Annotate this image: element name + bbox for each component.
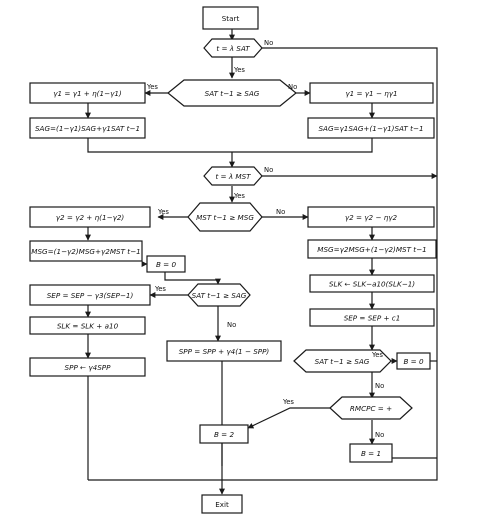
decision-rmcpc: RMCPC = + <box>329 396 413 420</box>
process-spp-scale-label: SPP ← γ4SPP <box>65 363 112 372</box>
process-spp-update: SPP = SPP + γ4(1 − SPP) <box>166 340 282 362</box>
process-b-one: B = 1 <box>349 443 393 463</box>
decision-mst-ge-msg-label: MST t−1 ≥ MSG <box>196 213 254 222</box>
process-sag-update-right-label: SAG=γ1SAG+(1−γ1)SAT t−1 <box>318 124 423 133</box>
process-gamma2-up-label: γ2 = γ2 + η(1−γ2) <box>56 213 125 222</box>
decision-mst-ge-msg: MST t−1 ≥ MSG <box>187 202 263 232</box>
process-b-zero-right: B = 0 <box>396 352 431 370</box>
process-b-one-label: B = 1 <box>361 449 381 458</box>
edge-label-yes: Yes <box>282 398 294 406</box>
process-spp-update-label: SPP = SPP + γ4(1 − SPP) <box>179 347 270 356</box>
process-sep-update-left-label: SEP = SEP − γ3(SEP−1) <box>47 291 134 300</box>
start-label: Start <box>222 14 240 23</box>
edge-label-no: No <box>288 83 297 91</box>
process-sep-plus-label: SEP = SEP + c1 <box>344 314 401 323</box>
process-b-two-label: B = 2 <box>214 430 235 439</box>
edge-label-no: No <box>264 166 273 174</box>
process-b-zero-mid: B = 0 <box>146 255 186 273</box>
process-b-zero-right-label: B = 0 <box>403 357 424 366</box>
edge-labels: No Yes Yes No No Yes Yes No Yes No Yes N… <box>146 39 384 439</box>
process-sag-update-left: SAG=(1−γ1)SAG+γ1SAT t−1 <box>29 117 146 139</box>
process-msg-update-left-label: MSG=(1−γ2)MSG+γ2MST t−1 <box>31 247 140 256</box>
process-gamma1-down: γ1 = γ1 − ηγ1 <box>309 82 434 104</box>
edge-label-yes: Yes <box>154 285 166 293</box>
process-gamma1-up-label: γ1 = γ1 + η(1−γ1) <box>53 89 122 98</box>
edge-label-yes: Yes <box>233 192 245 200</box>
decision-t-lambda-mst-label: t = λ MST <box>215 172 251 181</box>
decision-sat-ge-sag-3: SAT t−1 ≥ SAG <box>293 349 392 373</box>
exit-terminal: Exit <box>201 494 243 514</box>
process-spp-scale: SPP ← γ4SPP <box>29 357 146 377</box>
process-msg-update-right-label: MSG=γ2MSG+(1−γ2)MST t−1 <box>317 245 426 254</box>
process-gamma1-up: γ1 = γ1 + η(1−γ1) <box>29 82 146 104</box>
decision-t-lambda-sat: t = λ SAT <box>203 38 263 58</box>
decision-sat-ge-sag-3-label: SAT t−1 ≥ SAG <box>315 357 370 366</box>
decision-sat-ge-sag-1-label: SAT t−1 ≥ SAG <box>205 89 260 98</box>
process-gamma2-up: γ2 = γ2 + η(1−γ2) <box>29 206 151 228</box>
edge-label-yes: Yes <box>371 351 383 359</box>
edge-label-no: No <box>264 39 273 47</box>
edge-label-no: No <box>375 382 384 390</box>
edge-label-no: No <box>276 208 285 216</box>
process-msg-update-left: MSG=(1−γ2)MSG+γ2MST t−1 <box>29 240 143 262</box>
process-sag-update-left-label: SAG=(1−γ1)SAG+γ1SAT t−1 <box>35 124 140 133</box>
process-sag-update-right: SAG=γ1SAG+(1−γ1)SAT t−1 <box>307 117 435 139</box>
edge-label-no: No <box>375 431 384 439</box>
process-slk-plus-label: SLK = SLK + a10 <box>57 322 119 331</box>
exit-label: Exit <box>215 500 229 509</box>
edge-label-yes: Yes <box>157 208 169 216</box>
decision-rmcpc-label: RMCPC = + <box>350 404 392 413</box>
process-slk-update-right: SLK ← SLK−a10(SLK−1) <box>309 274 435 293</box>
edge-label-no: No <box>227 321 236 329</box>
edge-label-yes: Yes <box>233 66 245 74</box>
process-slk-plus: SLK = SLK + a10 <box>29 316 146 335</box>
decision-sat-ge-sag-2-label: SAT t−1 ≥ SAG <box>192 291 247 300</box>
start-terminal: Start <box>202 6 259 30</box>
process-gamma1-down-label: γ1 = γ1 − ηγ1 <box>345 89 397 98</box>
decision-sat-ge-sag-2: SAT t−1 ≥ SAG <box>187 283 251 307</box>
process-gamma2-down-label: γ2 = γ2 − ηγ2 <box>345 213 398 222</box>
process-sep-update-left: SEP = SEP − γ3(SEP−1) <box>29 284 151 306</box>
edge-label-yes: Yes <box>146 83 158 91</box>
process-b-zero-mid-label: B = 0 <box>156 260 177 269</box>
decision-t-lambda-mst: t = λ MST <box>203 166 263 186</box>
process-msg-update-right: MSG=γ2MSG+(1−γ2)MST t−1 <box>307 239 437 259</box>
decision-sat-ge-sag-1: SAT t−1 ≥ SAG <box>167 79 297 107</box>
process-gamma2-down: γ2 = γ2 − ηγ2 <box>307 206 435 228</box>
process-sep-plus: SEP = SEP + c1 <box>309 308 435 327</box>
process-slk-update-right-label: SLK ← SLK−a10(SLK−1) <box>329 280 415 289</box>
decision-t-lambda-sat-label: t = λ SAT <box>216 44 250 53</box>
connectors <box>85 29 438 495</box>
process-b-two: B = 2 <box>199 424 249 444</box>
